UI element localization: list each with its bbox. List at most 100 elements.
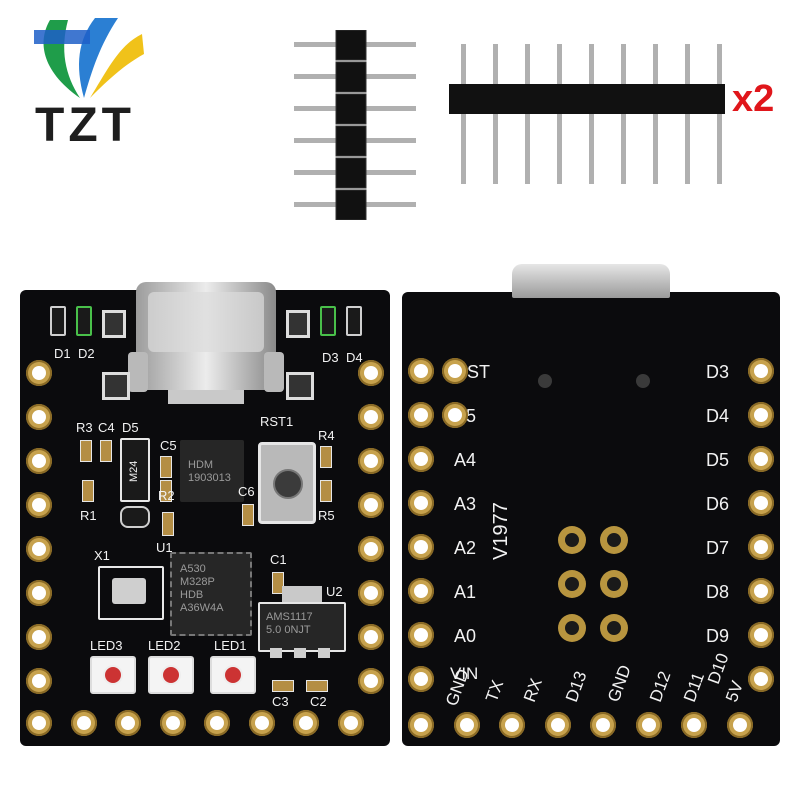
pin-label-d9: D9 (706, 626, 730, 646)
pin-label-a0: A0 (454, 626, 477, 646)
pin-pad-right (748, 358, 774, 384)
pin-pad-bottom (115, 710, 141, 736)
pin-label-d5: D5 (706, 450, 730, 470)
pin-label-bottom-vin: VIN (450, 664, 479, 683)
label-r4: R4 (318, 428, 335, 443)
pin-pad-left (408, 622, 434, 648)
label-r3: R3 (76, 420, 93, 435)
capacitor-c6 (242, 504, 254, 526)
resistor-r5 (320, 480, 332, 502)
pin-label-a4: A4 (454, 450, 477, 470)
led-d3 (320, 306, 336, 336)
pin-label-a3: A3 (454, 494, 477, 514)
pin-pad-left (408, 402, 434, 428)
pin-pad-bottom (635, 712, 662, 738)
label-d5: D5 (122, 420, 139, 435)
resistor-r1 (82, 480, 94, 502)
label-c2: C2 (310, 694, 327, 709)
icsp-pad-2 (600, 526, 628, 554)
label-d3: D3 (322, 350, 339, 365)
led-2 (148, 656, 194, 694)
pin-pad-bottom (248, 710, 275, 736)
pin-pad-inner (442, 402, 468, 428)
pin-pad-right (748, 534, 774, 560)
pin-header-6 (290, 29, 420, 221)
led-1 (210, 656, 256, 694)
icsp-pad-3 (558, 570, 586, 598)
pin-pad-left (408, 534, 434, 560)
usb-c-back (512, 264, 670, 298)
crystal-x1 (98, 566, 164, 620)
usb-c-connector (128, 282, 284, 412)
header-body (449, 84, 725, 114)
led-d1 (50, 306, 66, 336)
pin-pad-bottom (26, 710, 52, 736)
mcu-atmega328p: A530 M328P HDB A36W4A (170, 552, 252, 636)
label-led2: LED2 (148, 638, 181, 653)
pin-pad-inner (442, 358, 468, 384)
diode-d5: M24 (120, 438, 150, 502)
led-d2 (76, 306, 92, 336)
pin-label-d6: D6 (706, 494, 730, 514)
label-c3: C3 (272, 694, 289, 709)
usb-serial-chip: HDM 1903013 (180, 440, 244, 502)
label-r2: R2 (158, 488, 175, 503)
label-r5: R5 (318, 508, 335, 523)
pin-pad-left (408, 578, 434, 604)
pin-label-a1: A1 (454, 582, 477, 602)
label-x1: X1 (94, 548, 110, 563)
reset-button[interactable] (258, 442, 316, 524)
pin-pad-right (358, 580, 384, 606)
label-d4: D4 (346, 350, 363, 365)
header-body (335, 189, 367, 221)
pin-pad-right (748, 446, 774, 472)
label-u2: U2 (326, 584, 343, 599)
brand-logo-text: TZT (35, 99, 135, 152)
logo-mark-icon (34, 18, 144, 98)
pin-pad-bottom (204, 710, 230, 736)
pad-top-left (102, 310, 126, 338)
header-body (335, 29, 367, 61)
pin-pad-bottom (159, 710, 186, 736)
capacitor-c3 (272, 680, 294, 692)
pin-pad-bottom (408, 712, 434, 738)
pin-pad-bottom (70, 710, 97, 736)
pin-label-a2: A2 (454, 538, 477, 558)
pin-pad-bottom (499, 712, 525, 738)
pin-pad-right (358, 624, 384, 650)
brand-logo (20, 10, 150, 100)
board-front: D1 D2 D3 D4 R3 C4 D5 M24 C5 R1 R2 U1 HDM… (20, 282, 390, 746)
label-d2: D2 (78, 346, 95, 361)
board-id: V1977 (490, 502, 512, 560)
pad-top-right (286, 310, 310, 338)
mount-hole-left (538, 374, 552, 388)
header-body (335, 125, 367, 157)
pin-pad-left (26, 624, 52, 650)
resistor-r3 (80, 440, 92, 462)
pin-label-bottom-d12: D12 (646, 668, 675, 705)
resistor-r4 (320, 446, 332, 468)
pin-pad-left (408, 446, 434, 472)
header-body (335, 93, 367, 125)
led-d4 (346, 306, 362, 336)
pin-pad-right (748, 622, 774, 648)
pin-label-d8: D8 (706, 582, 730, 602)
header-body (335, 157, 367, 189)
pin-label-bottom-gnd: GND (442, 666, 473, 709)
pin-pad-left (26, 580, 52, 606)
pin-label-d4: D4 (706, 406, 730, 426)
pin-pad-left (26, 448, 52, 474)
icsp-pad-4 (600, 570, 628, 598)
pin-label-bottom-tx: TX (482, 677, 508, 705)
pin-pad-right (358, 492, 384, 518)
pin-pad-left (408, 666, 434, 692)
capacitor-c4 (100, 440, 112, 462)
pin-pad-left (408, 358, 434, 384)
mount-hole-right (636, 374, 650, 388)
pin-pad-bottom (453, 712, 480, 738)
pin-pad-right (748, 666, 774, 692)
regulator-ams1117: AMS1117 5.0 0NJT (258, 602, 346, 652)
label-c6: C6 (238, 484, 255, 499)
pin-pad-bottom (681, 712, 707, 738)
